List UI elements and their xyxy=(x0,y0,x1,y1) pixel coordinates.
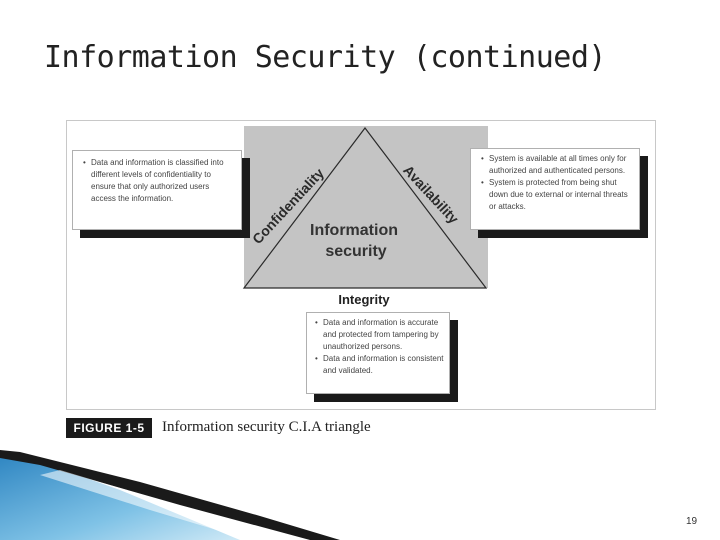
slide-title: Information Security (continued) xyxy=(44,40,606,75)
page-number: 19 xyxy=(686,516,698,527)
cia-triangle xyxy=(242,127,488,289)
confidentiality-box: Data and information is classified into … xyxy=(72,150,242,230)
figure-caption: Information security C.I.A triangle xyxy=(162,419,371,435)
center-label-line2: security xyxy=(325,243,386,260)
integrity-bullet: Data and information is accurate and pro… xyxy=(315,317,445,353)
figure-badge: FIGURE 1-5 xyxy=(66,418,152,438)
availability-bullet: System is protected from being shut down… xyxy=(481,177,635,213)
highlight-streak xyxy=(40,470,300,540)
integrity-box: Data and information is accurate and pro… xyxy=(306,312,450,394)
confidentiality-bullet: Data and information is classified into … xyxy=(83,157,235,205)
availability-bullet: System is available at all times only fo… xyxy=(481,153,635,177)
bottom-label-integrity: Integrity xyxy=(338,292,390,307)
availability-box: System is available at all times only fo… xyxy=(470,148,640,230)
integrity-bullet: Data and information is consistent and v… xyxy=(315,353,445,377)
center-label-line1: Information xyxy=(310,222,398,239)
black-swoosh-shape xyxy=(0,450,340,540)
